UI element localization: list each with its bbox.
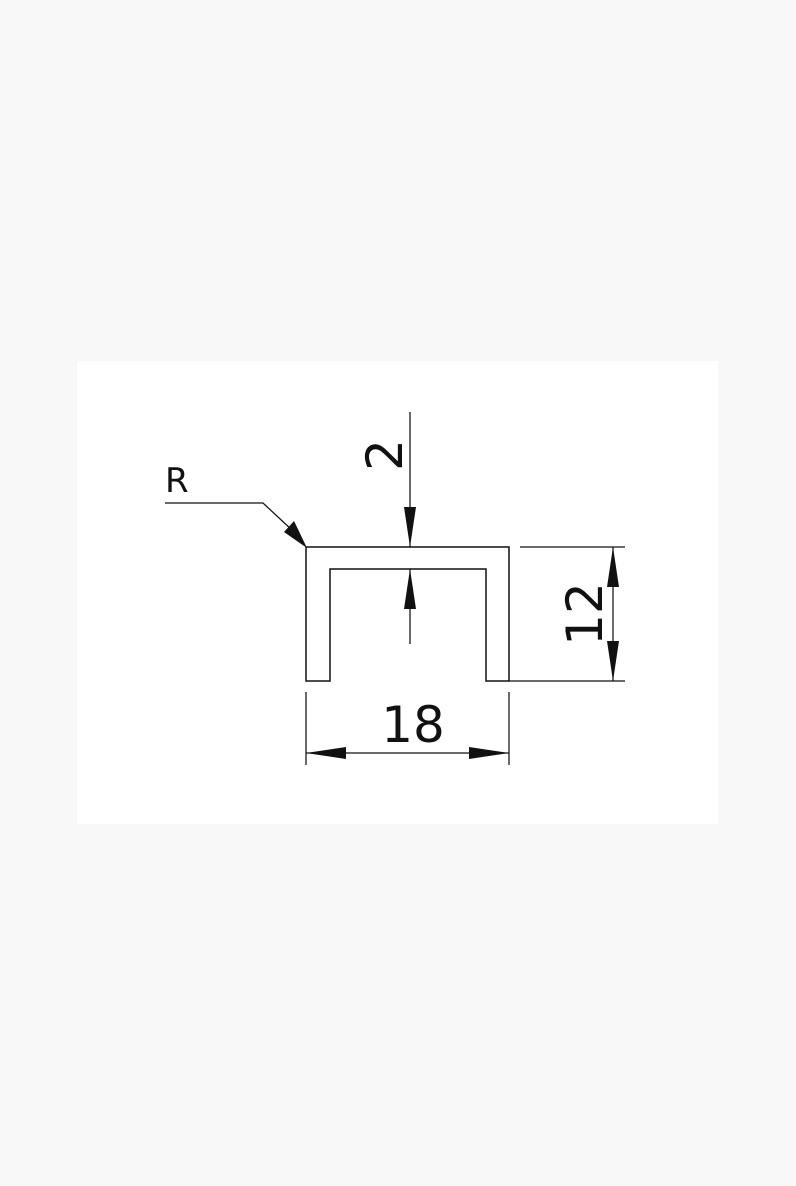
- width-left-arrowhead: [306, 747, 346, 759]
- thickness-dimension: 2: [356, 412, 416, 644]
- radius-label: R: [165, 461, 189, 501]
- height-dimension: 12: [509, 546, 625, 682]
- width-right-arrowhead: [469, 747, 509, 759]
- channel-outline: [305, 546, 510, 682]
- radius-arrowhead: [284, 521, 307, 548]
- thickness-top-arrowhead: [404, 507, 416, 547]
- thickness-bottom-arrowhead: [404, 569, 416, 609]
- width-label: 18: [381, 696, 445, 754]
- thickness-label: 2: [356, 439, 414, 471]
- channel-profile: [305, 546, 510, 682]
- height-label: 12: [556, 582, 614, 646]
- height-bottom-arrowhead: [607, 641, 619, 681]
- height-top-arrowhead: [607, 547, 619, 587]
- width-dimension: 18: [305, 692, 510, 765]
- radius-leader-line: [165, 502, 294, 532]
- technical-drawing-card: R 2 12: [77, 361, 718, 824]
- channel-profile-drawing: R 2 12: [165, 412, 625, 765]
- radius-callout: R: [165, 461, 307, 548]
